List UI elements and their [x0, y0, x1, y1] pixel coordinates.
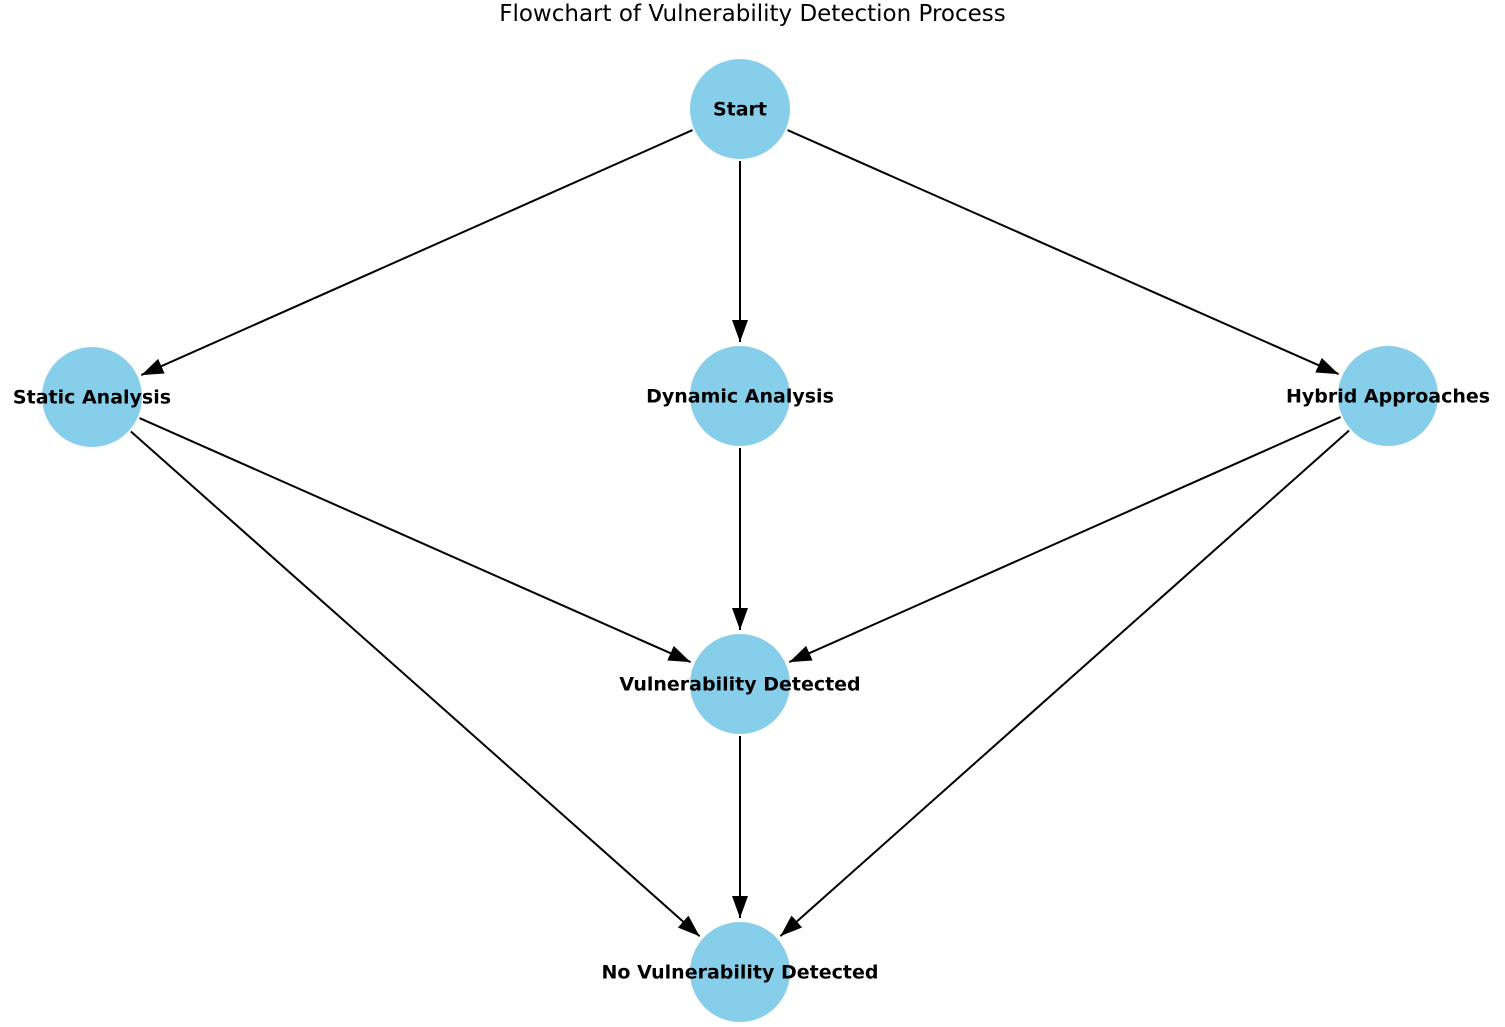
node-label-vulnerability-detected: Vulnerability Detected — [619, 674, 860, 696]
edge-hybrid-approaches-to-no-vulnerability-detected — [779, 429, 1350, 937]
node-label-start: Start — [713, 99, 767, 121]
node-vulnerability-detected — [690, 634, 790, 734]
node-no-vulnerability-detected — [690, 922, 790, 1022]
edge-hybrid-approaches-to-vulnerability-detected — [788, 416, 1341, 664]
edges-layer — [130, 129, 1350, 937]
chart-title: Flowchart of Vulnerability Detection Pro… — [499, 1, 1006, 27]
node-label-static-analysis: Static Analysis — [13, 387, 171, 409]
node-label-no-vulnerability-detected: No Vulnerability Detected — [602, 962, 879, 984]
node-label-dynamic-analysis: Dynamic Analysis — [646, 386, 834, 408]
edge-start-to-static-analysis — [140, 129, 693, 377]
node-start — [690, 59, 790, 159]
nodes-layer — [42, 59, 1438, 1022]
edge-static-analysis-to-vulnerability-detected — [139, 417, 692, 664]
edge-static-analysis-to-no-vulnerability-detected — [130, 430, 701, 937]
node-label-hybrid-approaches: Hybrid Approaches — [1286, 386, 1490, 408]
node-hybrid-approaches — [1338, 346, 1438, 446]
edge-start-to-hybrid-approaches — [787, 129, 1340, 376]
node-static-analysis — [42, 347, 142, 447]
node-dynamic-analysis — [690, 346, 790, 446]
